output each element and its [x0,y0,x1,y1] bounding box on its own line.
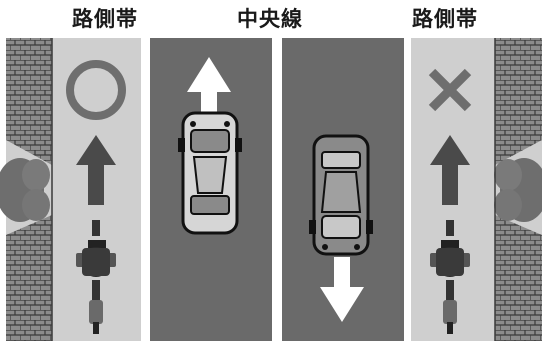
right-upper-wall [495,38,542,165]
label-center-line: 中央線 [237,7,303,31]
up-arrow-icon [187,57,231,122]
label-left-shoulder: 路側帯 [72,7,138,31]
left-upper-wall [6,38,52,165]
down-arrow-icon [320,257,364,322]
left-bush [0,158,50,222]
right-bush [494,158,542,222]
center-line [272,38,282,341]
right-panel [411,38,542,341]
left-up-arrow-icon [76,135,116,205]
right-up-arrow-icon [430,135,470,205]
ng-cross-icon [428,68,472,112]
ok-circle-icon [66,60,126,120]
car-up [178,111,242,235]
car-down [309,134,373,256]
label-right-shoulder: 路側帯 [412,7,478,31]
right-motorcycle [430,220,470,334]
left-lower-wall [6,215,52,341]
right-lower-wall [495,215,542,341]
left-motorcycle [76,220,116,334]
